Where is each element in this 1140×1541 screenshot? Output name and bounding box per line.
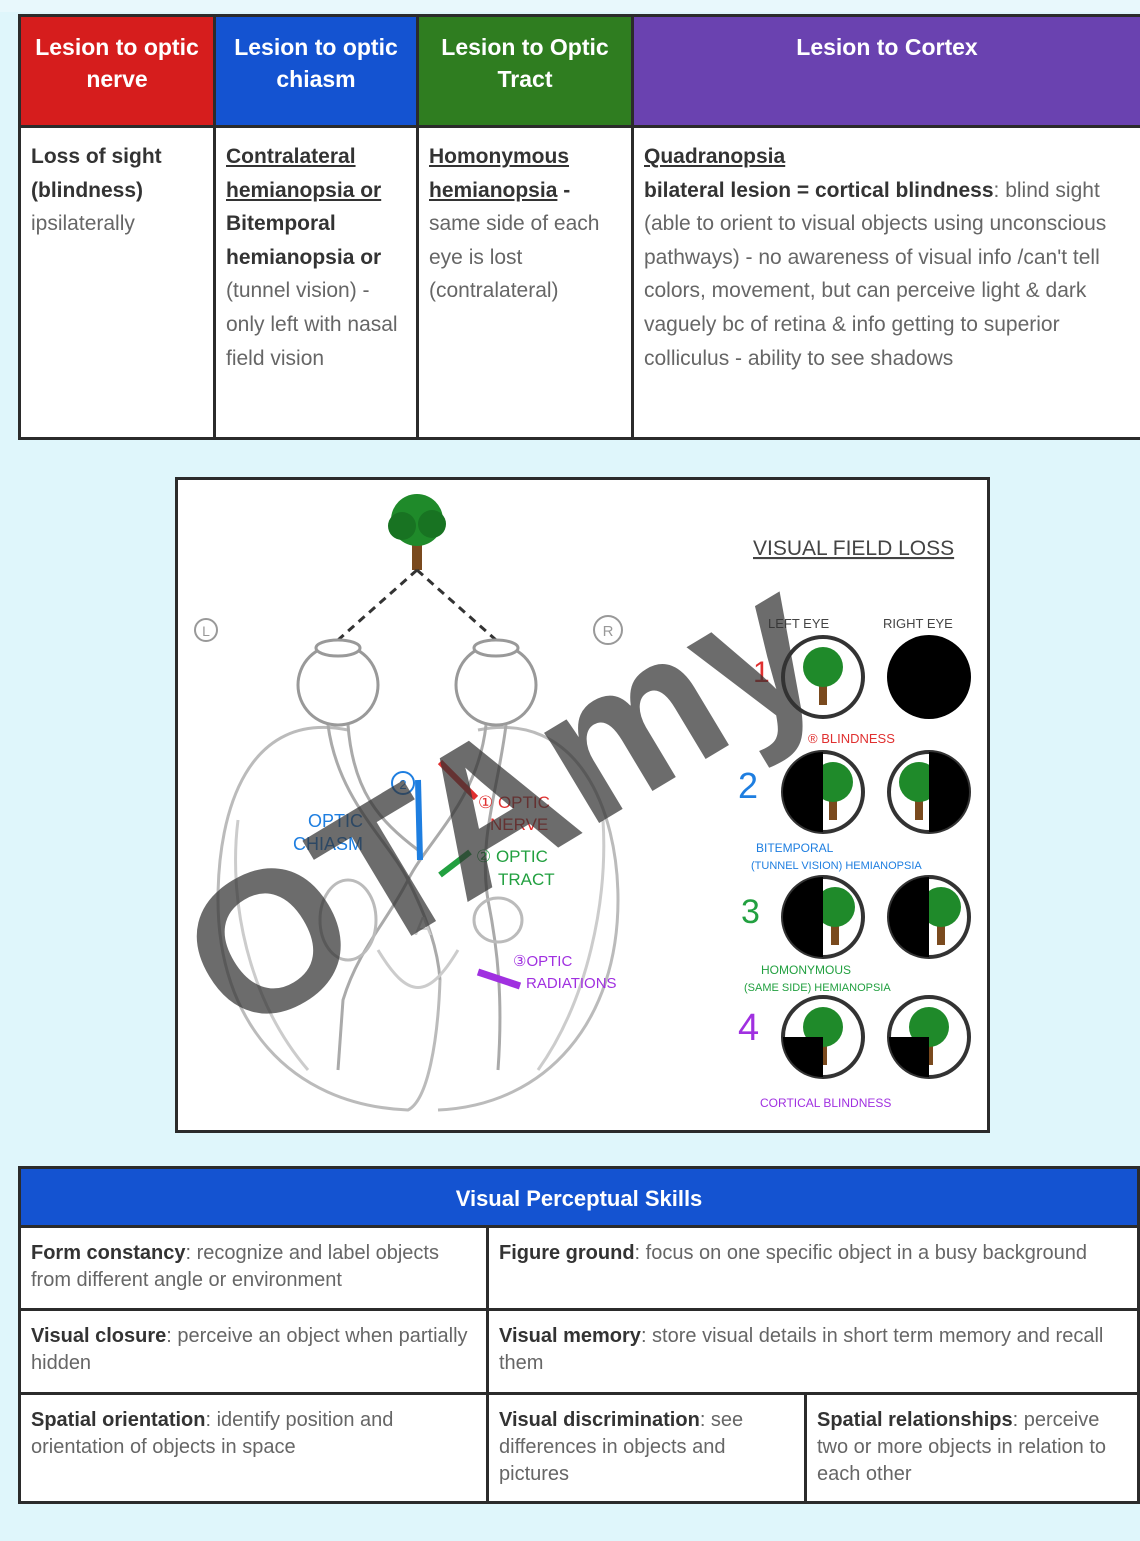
lesion-mark-blue [415,779,423,861]
term-separator: - [557,178,571,202]
skill-term: Visual discrimination [499,1409,700,1431]
term-contralateral-hemianopsia: Contralateral hemianopsia or [226,145,382,202]
desc-tunnel-vision: (tunnel vision) -only left with nasal fi… [226,279,398,370]
number-2: 2 [738,765,758,806]
side-right-label: R [603,623,614,640]
header-optic-chiasm: Lesion to optic chiasm [213,14,419,128]
cell-optic-chiasm: Contralateral hemianopsia or Bitemporal … [213,125,419,440]
skills-row: Form constancy: recognize and label obje… [21,1228,1137,1311]
caption-bitemporal-1: BITEMPORAL [756,841,834,855]
field-4-right [887,995,971,1079]
term-cortical-blindness: bilateral lesion = cortical blindness [644,178,994,202]
desc-blind-sight: : blind sight (able to orient to visual … [644,178,1107,370]
left-eye-label: LEFT EYE [768,616,830,631]
field-2-left [781,750,865,834]
skills-title: Visual Perceptual Skills [21,1169,1137,1228]
skills-row: Spatial orientation: identify position a… [21,1395,1137,1501]
skill-spatial-orientation: Spatial orientation: identify position a… [21,1395,486,1501]
lesion-mark-green [438,849,472,878]
skill-desc: : focus on one specific object in a busy… [634,1242,1088,1264]
header-optic-tract: Lesion to Optic Tract [416,14,634,128]
skill-form-constancy: Form constancy: recognize and label obje… [21,1228,486,1308]
skill-spatial-relationships: Spatial relationships: perceive two or m… [804,1395,1137,1501]
skill-desc: : identify position and orientation of o… [31,1409,394,1458]
optic-nerve-label-1: ① OPTIC [478,793,550,812]
field-4-left [781,995,865,1079]
skill-term: Spatial orientation [31,1409,206,1431]
lesion-mark-red [437,759,479,801]
skill-desc: : recognize and label objects from diffe… [31,1242,439,1291]
diagram-svg: L R A [178,494,971,1112]
cell-optic-tract: Homonymous hemianopsia - same side of ea… [416,125,634,440]
top-strip [0,0,1140,12]
optic-tract-label-1: ② OPTIC [476,847,548,866]
brain-outline [216,726,620,1112]
field-2-right [887,750,971,834]
letter-a: A [414,911,432,941]
field-3-left [781,875,865,959]
term-quadranopsia: Quadranopsia [644,145,786,168]
right-eye-icon [454,638,538,727]
marker-2-pathway: 2 [399,777,406,792]
desc-ipsilateral: ipsilaterally [31,212,135,236]
skill-desc: : perceive an object when partially hidd… [31,1325,468,1374]
lesion-mark-purple [476,968,522,990]
caption-homonymous-1: HOMONYMOUS [761,963,851,977]
field-1-right [887,635,971,719]
optic-chiasm-label-2: CHIASM [293,834,363,854]
caption-cortical-blindness: CORTICAL BLINDNESS [760,1096,891,1110]
skill-term: Visual closure [31,1325,167,1347]
caption-bitemporal-2: (TUNNEL VISION) HEMIANOPSIA [751,860,922,872]
optic-chiasm-label-1: OPTIC [308,811,363,831]
cell-optic-nerve: Loss of sight (blindness) ipsilaterally [18,125,216,440]
skill-visual-memory: Visual memory: store visual details in s… [486,1311,1137,1392]
skill-desc: : see differences in objects and picture… [499,1409,744,1485]
skill-term: Figure ground [499,1242,635,1264]
right-eye-label: RIGHT EYE [883,616,953,631]
optic-radiations-label-1: ③OPTIC [513,953,572,970]
skills-row: Visual closure: perceive an object when … [21,1311,1137,1395]
visual-perceptual-skills-table: Visual Perceptual Skills Form constancy:… [18,1166,1140,1504]
optic-pathways [318,724,524,1071]
number-4: 4 [738,1007,759,1049]
skill-visual-closure: Visual closure: perceive an object when … [21,1311,486,1392]
optic-radiations-label-2: RADIATIONS [526,975,617,992]
field-1-left [781,635,865,719]
skill-term: Form constancy [31,1242,186,1264]
skill-figure-ground: Figure ground: focus on one specific obj… [486,1228,1137,1308]
skill-term: Spatial relationships [817,1409,1013,1431]
header-cortex: Lesion to Cortex [631,14,1140,128]
optic-tract-label-2: TRACT [498,870,555,889]
tree-icon [388,494,446,570]
sight-line-right [416,568,497,642]
number-3: 3 [741,893,760,931]
caption-homonymous-2: (SAME SIDE) HEMIANOPSIA [744,982,891,994]
skill-desc: : store visual details in short term mem… [499,1325,1104,1374]
caption-blindness: ® BLINDNESS [808,731,895,746]
sight-line-left [337,568,418,642]
skill-visual-discrimination: Visual discrimination: see differences i… [486,1395,804,1501]
skill-term: Visual memory [499,1325,641,1347]
left-eye-icon [296,638,380,727]
term-homonymous-hemianopsia: Homonymous hemianopsia [429,145,570,202]
term-blindness: Loss of sight (blindness) [31,145,162,202]
visual-pathway-diagram: L R A [175,477,990,1133]
skill-desc: : perceive two or more objects in relati… [817,1409,1107,1485]
optic-nerve-label-2: NERVE [490,815,548,834]
header-optic-nerve: Lesion to optic nerve [18,14,216,128]
number-1: 1 [753,656,770,689]
desc-same-side: same side of each eye is lost (contralat… [429,212,600,303]
visual-field-loss-title: VISUAL FIELD LOSS [753,537,954,560]
term-bitemporal-hemianopsia: Bitemporal hemianopsia or [226,212,382,269]
field-3-right [887,875,971,959]
side-left-label: L [202,623,210,639]
cell-cortex: Quadranopsia bilateral lesion = cortical… [631,125,1140,440]
lesion-table: Lesion to optic nerve Lesion to optic ch… [18,14,1140,440]
